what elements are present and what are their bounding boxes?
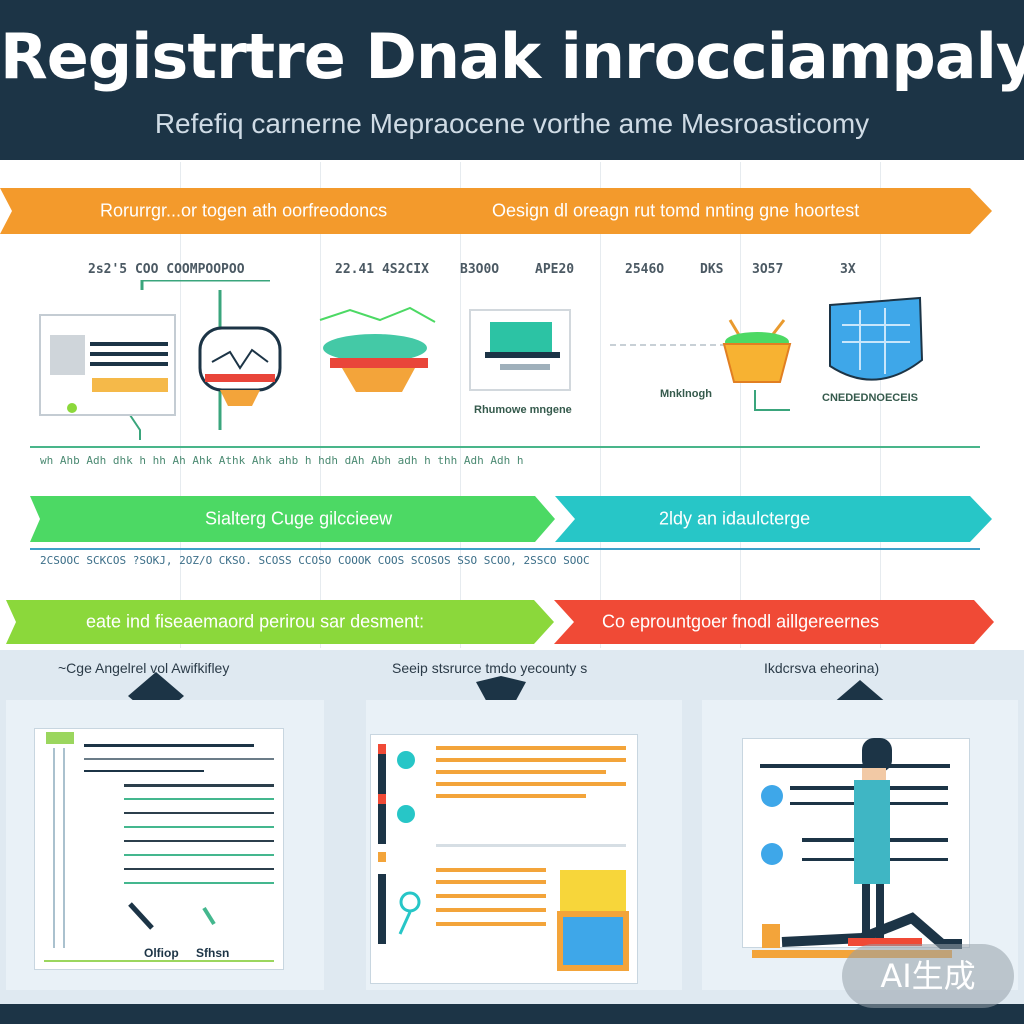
card-title-center: Seeip stsrurce tmdo yecounty s — [392, 660, 588, 676]
timeline-line-2 — [30, 548, 980, 550]
timeline-line — [30, 446, 980, 448]
process-illustrations — [39, 280, 924, 440]
stage-label: 3X — [840, 262, 856, 277]
grid-line — [460, 162, 461, 648]
lime-arrow: eate ind fiseaemaord perirou sar desment… — [6, 600, 554, 644]
grid-line — [880, 162, 881, 648]
orange-arrow: Rorurrgr...or togen ath oorfreodoncs Oes… — [0, 188, 995, 234]
green-arrow: Sialterg Cuge gilccieew — [30, 496, 555, 542]
middle-arrows-shape — [30, 496, 992, 542]
left-card-footer-2: Sfhsn — [196, 946, 230, 960]
footer-bar — [0, 1004, 1024, 1024]
grid-line — [320, 162, 321, 648]
timeline-ticks-2: 2CSOOC SCKCOS ?SOKJ, 2OZ/O CKSO. SCOSS C… — [40, 554, 590, 567]
arrow-label-low-left: eate ind fiseaemaord perirou sar desment… — [86, 611, 425, 632]
spreadsheet-document — [34, 728, 284, 970]
lower-arrows-shape — [6, 600, 994, 644]
card-title-left: ~Cge Angelrel vol Awifkifley — [58, 660, 230, 676]
page-title: Registrtre Dnak inrocciampaly — [0, 20, 1024, 93]
grid-line — [740, 162, 741, 648]
stage-label: 22.41 4S2CIX — [335, 262, 429, 277]
teal-arrow: 2ldy an idaulcterge — [555, 496, 995, 542]
orange-arrow-shape — [0, 188, 992, 234]
page-subtitle: Refefiq carnerne Mepraocene vorthe ame M… — [154, 108, 870, 139]
shield-caption: CNEDEDNOECEIS — [822, 392, 918, 404]
grid-line — [600, 162, 601, 648]
timeline-ticks: wh Ahb Adh dhk h hh Ah Ahk Athk Ahk ahb … — [40, 454, 524, 467]
report-content — [378, 744, 629, 971]
presenter-illustration — [752, 738, 962, 958]
lab-caption: Rhumowe mngene — [474, 404, 572, 416]
red-arrow: Co eprountgoer fnodl aillgereernes — [554, 600, 994, 644]
card-title-right: Ikdcrsva eheorina) — [764, 660, 880, 676]
spreadsheet-content — [44, 732, 274, 962]
arrow-label-mid-right: 2ldy an idaulcterge — [659, 508, 811, 529]
stage-label: 2s2'5 COO COOMPOOPOO — [88, 262, 245, 277]
stage-label: APE20 — [535, 262, 575, 277]
arrow-label-low-right: Co eprountgoer fnodl aillgereernes — [602, 611, 880, 632]
arrow-label-top-left: Rorurrgr...or togen ath oorfreodoncs — [100, 200, 388, 221]
flow-caption: Mnklnogh — [660, 388, 712, 400]
header-banner: Registrtre Dnak inrocciampaly Refefiq ca… — [0, 0, 1024, 160]
stage-label: 2546O — [625, 262, 665, 277]
left-card-footer: Olfiop — [144, 946, 179, 960]
stage-label: B3O0O — [460, 262, 500, 277]
ai-generated-badge: AI生成 — [842, 944, 1014, 1008]
stage-label: 3O57 — [752, 262, 784, 277]
stage-label: DKS — [700, 262, 724, 277]
stage-labels: 2s2'5 COO COOMPOOPOO 22.41 4S2CIX B3O0O … — [40, 262, 980, 278]
grid-line — [180, 162, 181, 648]
arrow-label-top-right: Oesign dl oreagn rut tomd nnting gne hoo… — [492, 200, 860, 221]
arrow-label-mid-left: Sialterg Cuge gilccieew — [205, 508, 393, 529]
